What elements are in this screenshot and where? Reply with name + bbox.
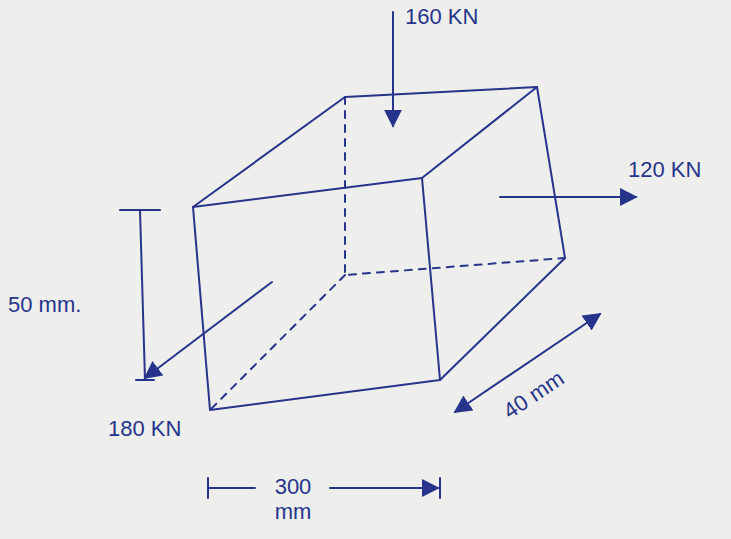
force-arrow-horizontal (500, 196, 636, 198)
force-arrow-axial (145, 282, 272, 378)
front-face (193, 178, 440, 410)
force-arrows (145, 12, 636, 378)
dimension-label: 50 mm. (8, 292, 81, 317)
right-face (440, 87, 565, 380)
height-dimension (120, 210, 160, 380)
force-arrow-vertical (392, 12, 394, 126)
dimension-lines (120, 210, 600, 498)
dimension-label: 300 mm (262, 474, 324, 525)
block-outline (193, 87, 565, 410)
dimension-label: 40 mm (499, 365, 569, 424)
top-face (193, 87, 537, 207)
force-label: 180 KN (108, 416, 181, 441)
hidden-edges (210, 97, 565, 410)
length-dimension-right (330, 487, 438, 489)
force-label: 120 KN (628, 157, 701, 182)
force-label: 160 KN (405, 4, 478, 29)
length-dimension-left (208, 478, 255, 498)
length-dimension-bar (439, 478, 441, 498)
